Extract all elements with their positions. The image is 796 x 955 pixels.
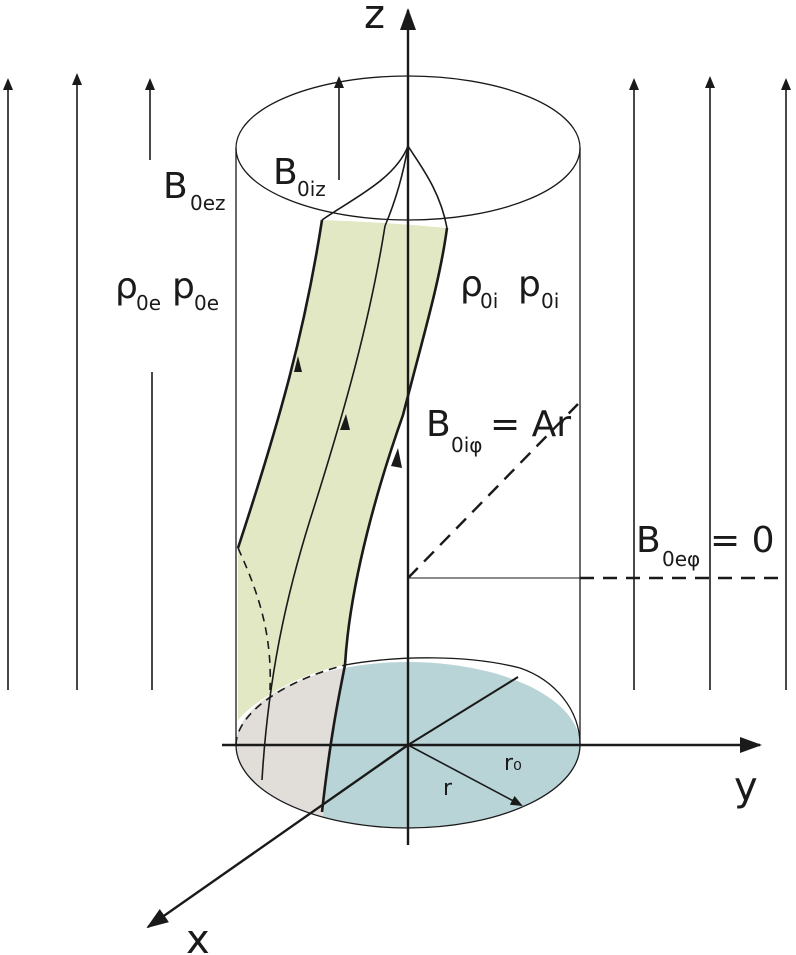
flux-tube-band xyxy=(238,220,447,720)
tube-middle-field-line xyxy=(261,225,386,781)
b0iz-label: B xyxy=(273,152,298,193)
z-axis-label: z xyxy=(364,0,385,38)
b0iphi-subscript: 0iφ xyxy=(451,433,482,457)
base-radial-line xyxy=(407,676,519,746)
p0i-subscript: 0i xyxy=(541,289,559,313)
base-shadow-region xyxy=(236,665,345,828)
p0i-label: p xyxy=(518,264,541,305)
rho0e-label: ρ xyxy=(115,266,138,307)
b0iphi-label: B xyxy=(426,404,451,445)
tube-right-edge xyxy=(320,227,449,813)
azimuthal-dashed-diagonal xyxy=(407,403,579,579)
cylinder-bottom-back-solid xyxy=(344,657,581,746)
radius-label: r xyxy=(443,776,453,801)
tube-left-edge-hidden xyxy=(237,547,272,691)
rho0i-subscript: 0i xyxy=(480,289,498,313)
p0e-label: p xyxy=(172,266,195,307)
b0ez-subscript: 0ez xyxy=(190,191,226,215)
top-field-line-right xyxy=(407,145,448,229)
field-line-arrow-2 xyxy=(340,414,350,430)
tube-radius-label: r₀ xyxy=(504,751,522,776)
y-axis-label: y xyxy=(734,764,758,810)
field-line-arrow-1 xyxy=(294,356,302,372)
rho0i-label: ρ xyxy=(460,264,483,305)
b0ephi-subscript: 0eφ xyxy=(662,547,700,571)
b0ephi-equation: = 0 xyxy=(710,520,775,561)
b0ez-label: B xyxy=(163,166,188,207)
top-field-line-left xyxy=(321,145,409,221)
p0e-subscript: 0e xyxy=(194,291,219,315)
b0iz-subscript: 0iz xyxy=(297,177,326,201)
x-axis-label: x xyxy=(186,917,210,955)
radius-arrow xyxy=(407,744,523,806)
b0ephi-label: B xyxy=(636,520,661,561)
field-line-arrow-3 xyxy=(391,448,402,468)
rho0e-subscript: 0e xyxy=(136,291,161,315)
tube-left-edge xyxy=(236,219,324,549)
x-axis xyxy=(146,744,409,929)
b0iphi-equation: = Ar xyxy=(490,404,571,445)
cylinder-bottom-back-dashed xyxy=(235,664,346,746)
top-field-line-middle xyxy=(384,145,409,227)
